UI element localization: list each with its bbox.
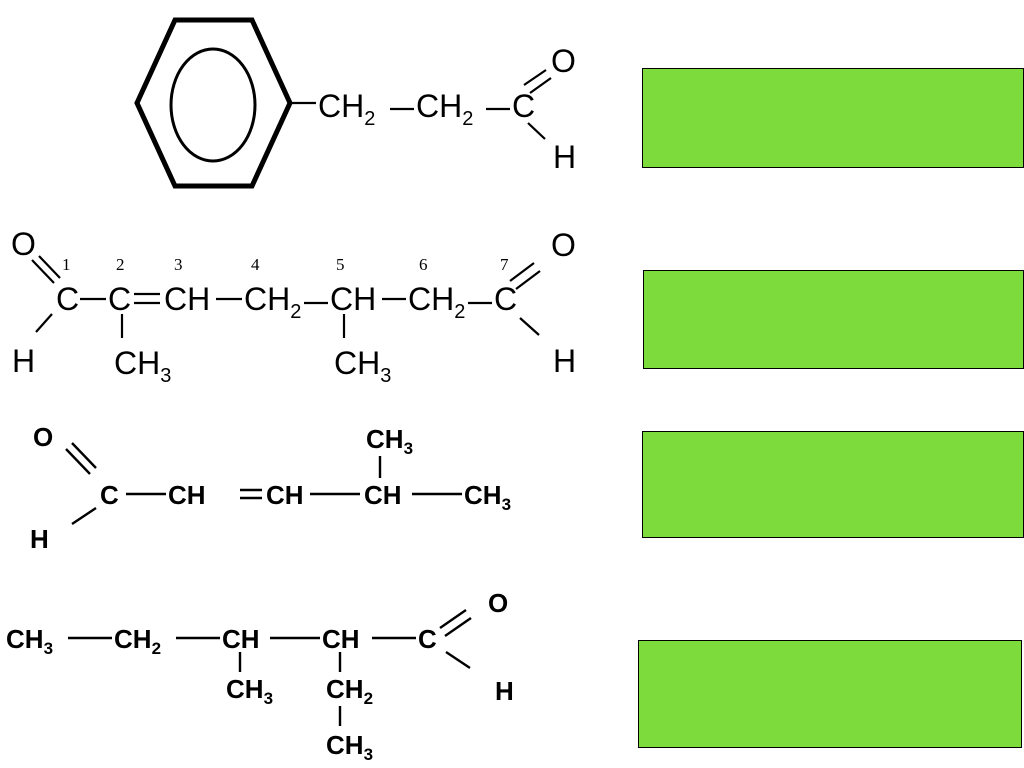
atom-c4-methyl: CH3 xyxy=(366,424,413,458)
bond-c1-h1 xyxy=(35,313,53,333)
molecule-2-dialdehyde: 1 2 3 4 5 6 7 O C H C CH3 CH CH2 CH CH3 … xyxy=(11,226,576,387)
locant-3: 3 xyxy=(174,255,183,274)
bond-c1-o-b xyxy=(71,442,97,469)
atom-ch2-a: CH2 xyxy=(318,88,375,130)
atom-c5: CH3 xyxy=(464,480,511,514)
bond-c5-o-b xyxy=(444,617,472,637)
bond-c1-h xyxy=(71,507,97,525)
bond-c7-o7-b xyxy=(515,270,541,290)
bond-c1-o1-b xyxy=(38,255,61,279)
bond-c-o-1 xyxy=(523,69,547,86)
molecule-3-methylpentenal: O C H CH CH CH CH3 CH3 xyxy=(30,422,511,554)
atom-c2: CH2 xyxy=(114,624,161,658)
answer-box-2[interactable] xyxy=(643,270,1024,369)
benzene-ring-hexagon xyxy=(134,17,293,189)
atom-c4-ethyl-ch2: CH2 xyxy=(326,674,373,708)
atom-oxygen: O xyxy=(551,43,576,79)
locant-2: 2 xyxy=(116,255,125,274)
atom-carbonyl-c: C xyxy=(512,88,535,124)
bond-c-h xyxy=(527,122,546,140)
atom-h7: H xyxy=(553,343,576,379)
atom-o7: O xyxy=(551,227,576,263)
atom-c3: CH xyxy=(266,480,304,510)
molecule-4-ethylmethylpentanal: CH3 CH2 CH CH3 CH CH2 CH3 C O H xyxy=(6,588,514,764)
atom-c4: CH xyxy=(364,480,402,510)
locant-1: 1 xyxy=(62,255,71,274)
atom-c3-methyl: CH3 xyxy=(226,674,273,708)
answer-box-3[interactable] xyxy=(642,431,1024,538)
answer-box-1[interactable] xyxy=(642,68,1024,168)
bond-c7-o7-a xyxy=(509,262,535,282)
atom-hydrogen: H xyxy=(30,524,49,554)
atom-c7: C xyxy=(494,281,517,317)
locant-7: 7 xyxy=(500,255,509,274)
atom-o1: O xyxy=(11,226,36,262)
atom-c3: CH xyxy=(222,624,260,654)
atom-c1: C xyxy=(100,480,119,510)
atom-c1: C xyxy=(56,281,79,317)
atom-hydrogen: H xyxy=(553,139,576,175)
atom-c2: C xyxy=(108,281,131,317)
atom-c2-methyl: CH3 xyxy=(114,345,171,387)
atom-oxygen: O xyxy=(488,588,508,618)
atom-hydrogen: H xyxy=(495,676,514,706)
locant-4: 4 xyxy=(251,255,260,274)
locant-6: 6 xyxy=(419,255,428,274)
atom-ch2-b: CH2 xyxy=(416,88,473,130)
atom-h1: H xyxy=(12,343,35,379)
atom-c4-ethyl-ch3: CH3 xyxy=(326,730,373,764)
atom-c4: CH2 xyxy=(244,281,301,323)
bond-c5-o-a xyxy=(439,609,467,629)
bond-c7-h7 xyxy=(519,317,540,336)
answer-box-4[interactable] xyxy=(638,640,1022,748)
atom-c4: CH xyxy=(322,624,360,654)
atom-oxygen: O xyxy=(33,422,53,452)
atom-c2: CH xyxy=(168,480,206,510)
bond-c5-h xyxy=(445,651,471,669)
bond-c-o-2 xyxy=(529,77,552,94)
atom-c3: CH xyxy=(164,281,210,317)
molecule-1-phenylpropanal: CH2 CH2 C O H xyxy=(134,17,576,189)
atom-c5: CH xyxy=(330,281,376,317)
atom-c1: CH3 xyxy=(6,624,53,658)
benzene-ring-circle xyxy=(169,47,257,163)
atom-c5: C xyxy=(418,624,437,654)
locant-5: 5 xyxy=(336,255,345,274)
bond-c1-o-a xyxy=(65,448,91,475)
bond-c1-o1-a xyxy=(31,259,55,284)
atom-c6: CH2 xyxy=(408,281,465,323)
atom-c5-methyl: CH3 xyxy=(334,345,391,387)
